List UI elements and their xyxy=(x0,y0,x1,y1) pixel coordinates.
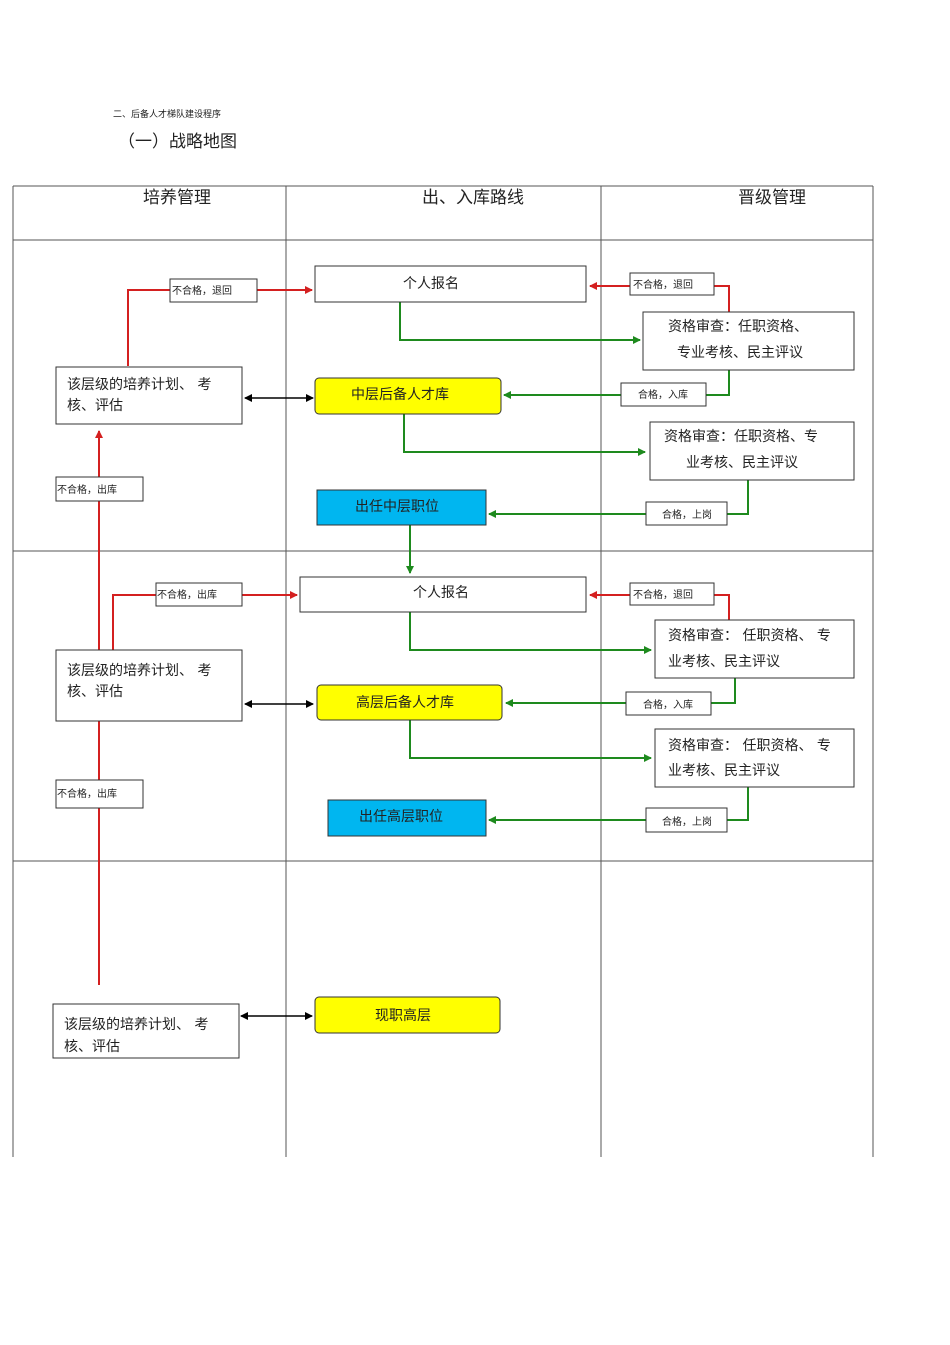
review-box-2a-line1: 资格审查： 任职资格、 专 xyxy=(668,628,831,644)
apply-box-1: 个人报名 xyxy=(314,265,587,303)
high-post-box: 出任高层职位 xyxy=(327,799,487,837)
pass-in-label-2: 合格，入库 xyxy=(625,691,712,716)
apply-box-2-label: 个人报名 xyxy=(413,585,469,601)
page-title: （一）战略地图 xyxy=(118,132,237,152)
mid-pool-box: 中层后备人才库 xyxy=(314,377,502,415)
review-box-2a: 资格审查： 任职资格、 专 业考核、民主评议 xyxy=(654,619,855,679)
high-pool-label: 高层后备人才库 xyxy=(356,694,454,711)
review-box-1a-line2: 专业考核、民主评议 xyxy=(677,345,803,361)
review-box-1a-line1: 资格审查：任职资格、 xyxy=(668,319,808,335)
column-header-route: 出、入库路线 xyxy=(422,188,524,208)
current-high-label: 现职高层 xyxy=(375,1007,431,1024)
plan-box-2: 该层级的培养计划、 考 核、评估 xyxy=(55,649,243,722)
green-connectors xyxy=(399,302,749,824)
plan-box-3: 该层级的培养计划、 考 核、评估 xyxy=(52,1003,240,1059)
section-heading: 二、后备人才梯队建设程序 xyxy=(113,108,221,120)
column-header-promotion: 晋级管理 xyxy=(738,188,806,208)
review-box-1b-line1: 资格审查：任职资格、专 xyxy=(664,429,818,445)
plan-box-3-line2: 核、评估 xyxy=(64,1039,120,1055)
reject-label-left-1-text: 不合格，退回 xyxy=(172,284,232,297)
pass-in-label-1: 合格，入库 xyxy=(620,382,707,407)
swimlane-grid xyxy=(12,185,874,1157)
out-label-left-2-text: 不合格，出库 xyxy=(57,787,117,800)
plan-box-1: 该层级的培养计划、 考 核、评估 xyxy=(55,366,243,425)
reject-label-left-2-text: 不合格，出库 xyxy=(157,588,217,601)
pass-in-label-1-text: 合格，入库 xyxy=(638,388,688,401)
mid-post-label: 出任中层职位 xyxy=(355,499,439,515)
pass-post-label-2-text: 合格，上岗 xyxy=(662,815,712,828)
out-label-left-1-text: 不合格，出库 xyxy=(57,483,117,496)
review-box-2b-line2: 业考核、民主评议 xyxy=(668,763,780,779)
current-high-box: 现职高层 xyxy=(314,996,501,1034)
high-pool-box: 高层后备人才库 xyxy=(316,684,503,721)
column-header-training: 培养管理 xyxy=(143,188,211,208)
review-box-1b-line2: 业考核、民主评议 xyxy=(686,455,798,471)
plan-box-1-line2: 核、评估 xyxy=(67,398,123,414)
mid-pool-label: 中层后备人才库 xyxy=(351,386,449,403)
apply-box-1-label: 个人报名 xyxy=(403,276,459,292)
review-box-2a-line2: 业考核、民主评议 xyxy=(668,654,780,670)
plan-box-1-line1: 该层级的培养计划、 考 xyxy=(67,377,211,393)
pass-post-label-2: 合格，上岗 xyxy=(645,807,728,833)
reject-label-right-1-text: 不合格，退回 xyxy=(633,278,693,291)
plan-box-2-line1: 该层级的培养计划、 考 xyxy=(67,663,211,679)
reject-label-left-2: 不合格，出库 xyxy=(155,582,243,607)
review-box-2b: 资格审查： 任职资格、 专 业考核、民主评议 xyxy=(654,728,855,788)
high-post-label: 出任高层职位 xyxy=(359,808,443,825)
pass-in-label-2-text: 合格，入库 xyxy=(643,698,693,711)
reject-label-right-2: 不合格，退回 xyxy=(629,582,715,606)
out-label-left-1: 不合格，出库 xyxy=(55,476,144,502)
review-box-2b-line1: 资格审查： 任职资格、 专 xyxy=(668,738,831,754)
reject-label-right-2-text: 不合格，退回 xyxy=(633,588,693,601)
plan-box-2-line2: 核、评估 xyxy=(67,684,123,700)
black-connectors xyxy=(240,394,314,1020)
apply-box-2: 个人报名 xyxy=(299,576,587,613)
plan-box-3-line1: 该层级的培养计划、 考 xyxy=(64,1017,208,1033)
reject-label-left-1: 不合格，退回 xyxy=(169,278,258,303)
pass-post-label-1: 合格，上岗 xyxy=(645,501,728,526)
review-box-1a: 资格审查：任职资格、 专业考核、民主评议 xyxy=(642,311,855,371)
review-box-1b: 资格审查：任职资格、专 业考核、民主评议 xyxy=(649,421,855,481)
reject-label-right-1: 不合格，退回 xyxy=(629,272,715,296)
mid-post-box: 出任中层职位 xyxy=(316,489,487,526)
pass-post-label-1-text: 合格，上岗 xyxy=(662,508,712,521)
out-label-left-2: 不合格，出库 xyxy=(55,779,144,809)
